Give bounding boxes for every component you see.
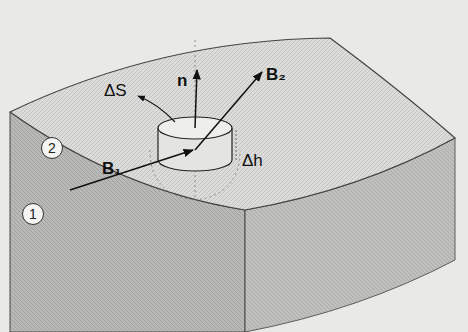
b1-vector xyxy=(70,150,193,190)
symbol-label: ΔS xyxy=(104,82,127,99)
symbol-label: B₂ xyxy=(266,66,286,83)
height-mark xyxy=(236,130,237,160)
b2-vector xyxy=(195,72,262,150)
region-marker: 1 xyxy=(22,203,44,225)
interface-surface xyxy=(10,38,455,210)
region-number: 2 xyxy=(48,141,56,155)
area-leader xyxy=(138,96,175,122)
region-number: 1 xyxy=(29,207,37,221)
region-marker: 2 xyxy=(41,137,63,159)
normal-vector xyxy=(195,70,197,128)
symbol-label: B₁ xyxy=(102,160,121,177)
symbol-label: n xyxy=(177,72,187,89)
symbol-label: Δh xyxy=(242,152,263,169)
